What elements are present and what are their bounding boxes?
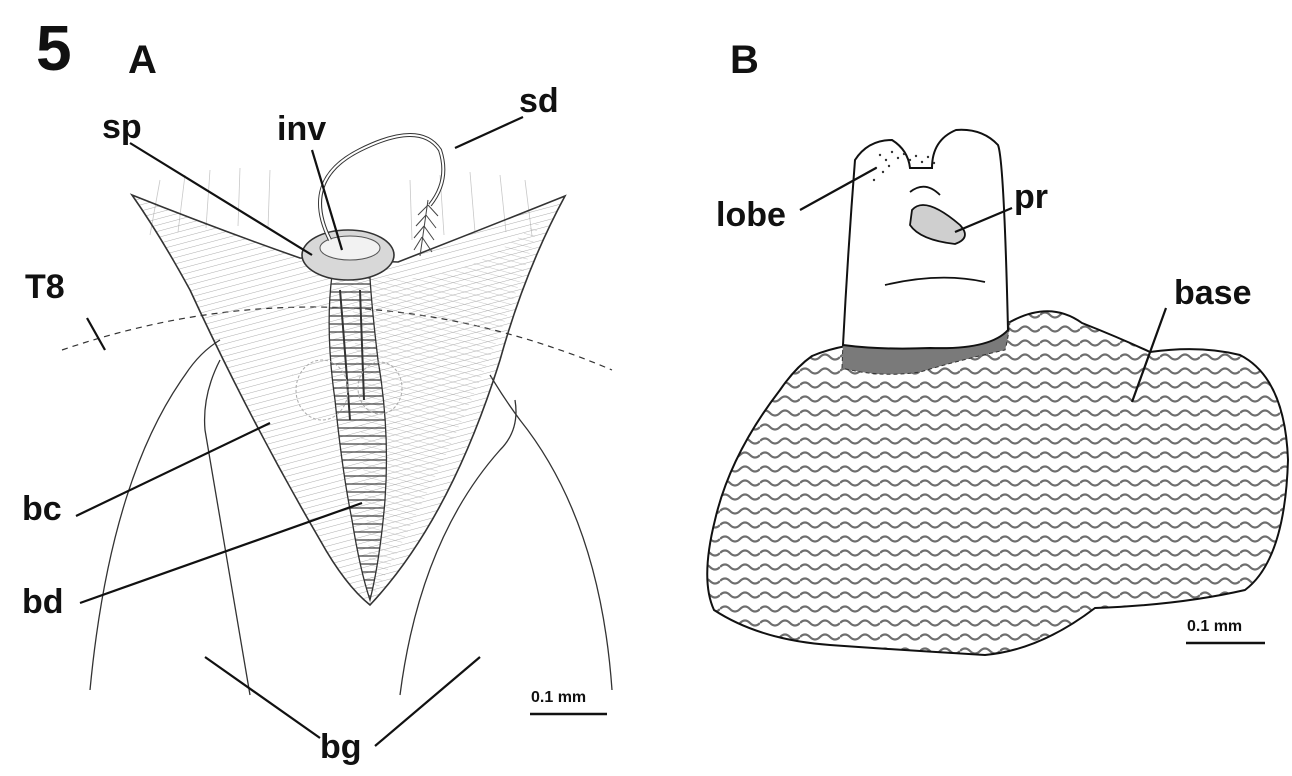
genital-capsule-left xyxy=(90,340,220,690)
aedeagus-tube xyxy=(843,130,1008,349)
genital-capsule-left-inner xyxy=(205,360,250,695)
label-base: base xyxy=(1174,276,1252,310)
label-bc: bc xyxy=(22,492,62,526)
label-inv: inv xyxy=(277,112,326,146)
label-sd: sd xyxy=(519,84,559,118)
panel-b-drawing xyxy=(707,130,1288,655)
label-sp: sp xyxy=(102,110,142,144)
panel-a-drawing xyxy=(62,117,612,746)
figure-number: 5 xyxy=(36,16,72,80)
base xyxy=(707,311,1288,655)
label-pr: pr xyxy=(1014,180,1048,214)
scale-label-a: 0.1 mm xyxy=(531,690,586,706)
label-t8: T8 xyxy=(25,270,65,304)
label-lobe: lobe xyxy=(716,198,786,232)
label-bg: bg xyxy=(320,730,362,764)
label-bd: bd xyxy=(22,585,64,619)
panel-label-b: B xyxy=(730,40,759,80)
genital-capsule-right xyxy=(490,375,612,690)
panel-label-a: A xyxy=(128,40,157,80)
scale-label-b: 0.1 mm xyxy=(1187,619,1242,635)
